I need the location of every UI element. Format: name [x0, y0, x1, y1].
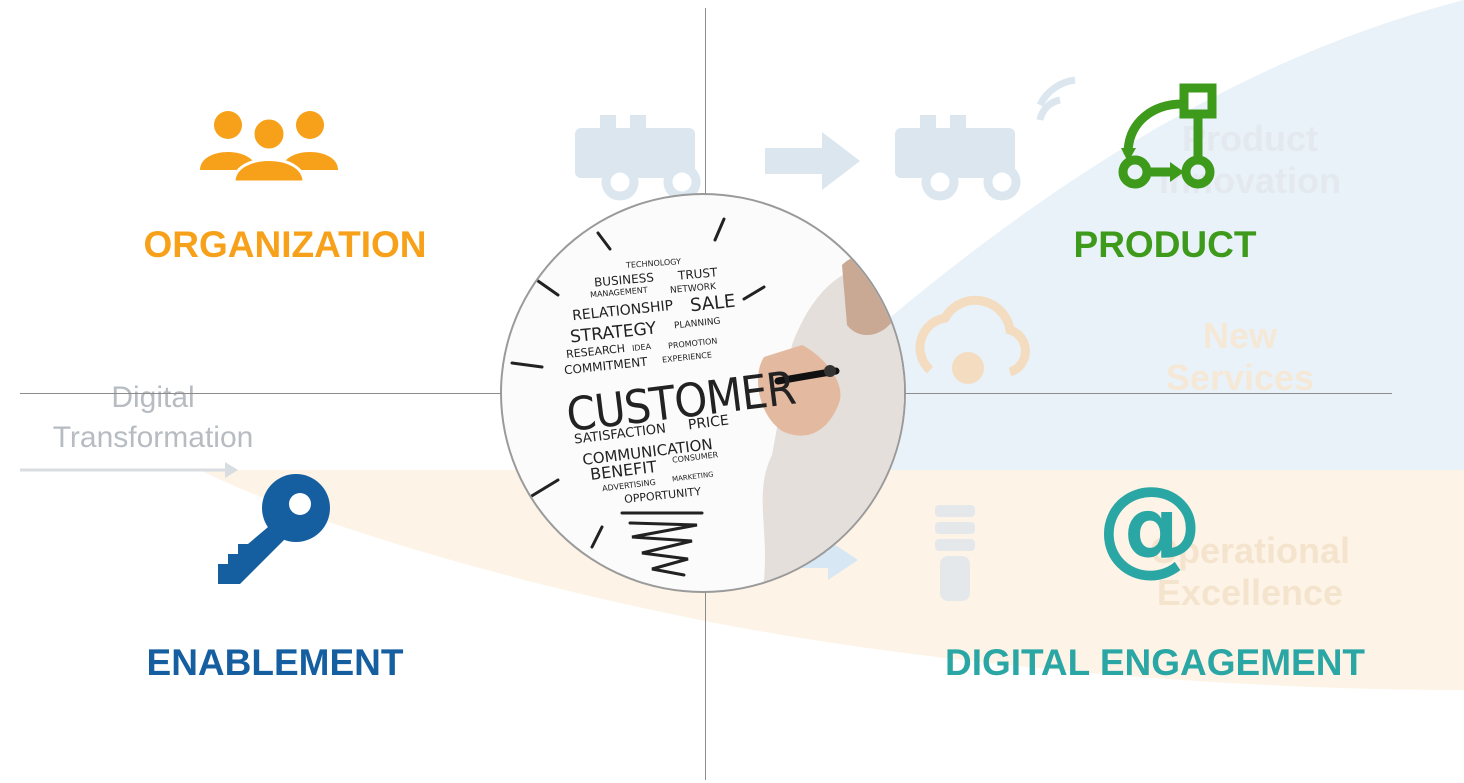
axis-label-line2: Transformation	[52, 421, 254, 454]
people-group-icon	[200, 111, 338, 184]
enablement-title: ENABLEMENT	[146, 642, 404, 683]
axis-label-line1: Digital	[111, 381, 195, 414]
new-services-label: New Services	[1110, 315, 1370, 399]
product-innovation-line1: Product	[1181, 118, 1318, 159]
operational-excellence-label: Operational Excellence	[1120, 530, 1380, 614]
organization-title: ORGANIZATION	[143, 224, 427, 265]
new-services-line1: New	[1202, 315, 1278, 356]
new-services-line2: Services	[1165, 357, 1315, 398]
workflow-cycle-icon	[1118, 83, 1217, 189]
arrow-right-icon	[765, 132, 860, 190]
blue-band	[720, 0, 1464, 470]
hand-with-marker	[758, 255, 904, 591]
operational-line1: Operational	[1149, 530, 1351, 571]
bulb-icon	[935, 505, 975, 601]
customer-concept-image: TECHNOLOGY BUSINESS TRUST MANAGEMENT NET…	[500, 193, 906, 593]
at-sign-icon: @	[1097, 464, 1203, 587]
digital-engagement-title: DIGITAL ENGAGEMENT	[944, 642, 1366, 683]
axis-arrow-head	[225, 462, 238, 478]
truck-icon	[575, 115, 701, 201]
connected-truck-icon	[895, 76, 1076, 201]
key-icon	[218, 474, 330, 584]
cloud-gear-icon	[915, 295, 1030, 384]
axis-label: Digital Transformation	[18, 378, 288, 458]
operational-line2: Excellence	[1156, 572, 1344, 613]
bulb-sketch	[510, 217, 904, 591]
product-title: PRODUCT	[1073, 224, 1257, 265]
